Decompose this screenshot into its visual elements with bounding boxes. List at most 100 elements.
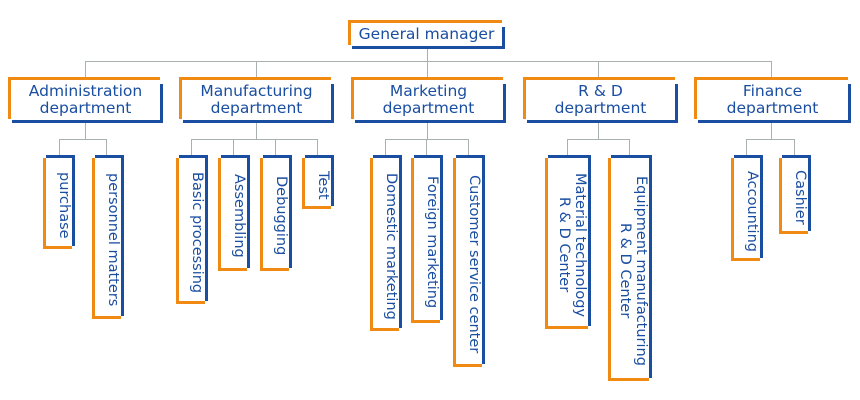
node-department-finance: Finance department <box>694 77 851 123</box>
node-unit-accounting: Accounting <box>731 155 763 261</box>
node-unit-equipment-manufacturing-rnd-center: Equipment manufacturing R & D Center <box>608 155 652 381</box>
box-accent-orange <box>8 77 160 119</box>
node-label: R & D department <box>554 81 647 117</box>
box-accent-orange <box>370 158 399 331</box>
connector-marketing-unit <box>426 139 427 155</box>
node-label: Debugging <box>273 176 289 256</box>
box-accent-blue <box>414 155 443 320</box>
box-accent-blue <box>183 84 334 123</box>
node-unit-basic-processing: Basic processing <box>176 155 208 304</box>
connector-admin-down <box>85 122 86 139</box>
connector-finance-bus <box>746 139 795 140</box>
node-label: Equipment manufacturing R & D Center <box>617 176 649 366</box>
node-label: Assembling <box>231 174 247 258</box>
connector-finance-unit <box>746 139 747 155</box>
connector-admin-bus <box>59 139 107 140</box>
box-accent-orange <box>260 158 289 271</box>
node-unit-customer-service-center: Customer service center <box>453 155 485 367</box>
node-label: Cashier <box>792 170 808 225</box>
box-accent-blue <box>352 27 505 49</box>
node-label: General manager <box>358 24 495 43</box>
connector-dept-rnd-up <box>598 61 599 77</box>
box-accent-orange <box>218 158 247 271</box>
node-label: Marketing department <box>382 81 475 117</box>
connector-marketing-bus <box>385 139 469 140</box>
node-label: Test <box>315 170 331 200</box>
node-label: Manufacturing department <box>200 81 313 117</box>
connector-admin-unit <box>106 139 107 155</box>
connector-marketing-unit <box>468 139 469 155</box>
connector-dept-manufacturing-up <box>256 61 257 77</box>
connector-finance-down <box>771 122 772 139</box>
box-accent-orange <box>302 158 331 209</box>
box-accent-blue <box>263 155 292 268</box>
connector-manufacturing-unit <box>233 139 234 155</box>
connector-root-bus <box>85 61 771 62</box>
node-unit-foreign-marketing: Foreign marketing <box>411 155 443 323</box>
box-accent-orange <box>731 158 760 261</box>
box-accent-orange <box>411 158 440 323</box>
connector-manufacturing-down <box>256 122 257 139</box>
node-unit-assembling: Assembling <box>218 155 250 271</box>
connector-manufacturing-unit <box>191 139 192 155</box>
box-accent-blue <box>221 155 250 268</box>
box-accent-orange <box>523 77 675 119</box>
box-accent-orange <box>179 77 331 119</box>
node-department-marketing: Marketing department <box>351 77 506 123</box>
box-accent-orange <box>608 158 649 381</box>
node-unit-purchase: purchase <box>43 155 75 249</box>
node-unit-debugging: Debugging <box>260 155 292 271</box>
box-accent-blue <box>95 155 124 316</box>
node-label: Customer service center <box>466 174 482 354</box>
connector-dept-marketing-up <box>427 61 428 77</box>
box-accent-blue <box>12 84 163 123</box>
box-accent-orange <box>92 158 121 319</box>
node-label: Administration department <box>28 81 143 117</box>
node-general-manager: General manager <box>348 20 505 49</box>
connector-rnd-unit <box>629 139 630 155</box>
node-label: Basic processing <box>189 171 205 294</box>
node-department-manufacturing: Manufacturing department <box>179 77 334 123</box>
node-label: purchase <box>56 171 72 239</box>
box-accent-blue <box>734 155 763 258</box>
box-accent-orange <box>348 20 502 45</box>
node-unit-personnel-matters: personnel matters <box>92 155 124 319</box>
connector-dept-finance-up <box>771 61 772 77</box>
box-accent-blue <box>456 155 485 364</box>
box-accent-blue <box>179 155 208 301</box>
box-accent-orange <box>453 158 482 367</box>
box-accent-blue <box>373 155 402 328</box>
node-label: Accounting <box>744 170 760 252</box>
connector-marketing-down <box>427 122 428 139</box>
box-accent-blue <box>698 84 851 123</box>
node-label: Foreign marketing <box>424 175 440 309</box>
box-accent-orange <box>43 158 72 249</box>
box-accent-blue <box>355 84 506 123</box>
box-accent-blue <box>305 155 334 206</box>
node-label: Material technology R & D Center <box>556 172 588 318</box>
connector-admin-unit <box>59 139 60 155</box>
node-unit-cashier: Cashier <box>779 155 811 234</box>
box-accent-blue <box>611 155 652 378</box>
box-accent-orange <box>351 77 503 119</box>
node-label: Finance department <box>726 81 819 117</box>
box-accent-orange <box>694 77 848 119</box>
connector-manufacturing-unit <box>275 139 276 155</box>
connector-dept-admin-up <box>85 61 86 77</box>
node-unit-test: Test <box>302 155 334 209</box>
box-accent-blue <box>548 155 591 326</box>
connector-marketing-unit <box>385 139 386 155</box>
box-accent-orange <box>545 158 588 329</box>
node-unit-domestic-marketing: Domestic marketing <box>370 155 402 331</box>
node-department-rnd: R & D department <box>523 77 678 123</box>
connector-rnd-unit <box>567 139 568 155</box>
box-accent-blue <box>46 155 75 246</box>
node-unit-material-technology-rnd-center: Material technology R & D Center <box>545 155 591 329</box>
box-accent-blue <box>527 84 678 123</box>
box-accent-orange <box>176 158 205 304</box>
connector-root-down <box>427 47 428 62</box>
connector-manufacturing-bus <box>191 139 318 140</box>
connector-manufacturing-unit <box>317 139 318 155</box>
connector-rnd-down <box>598 122 599 139</box>
node-label: personnel matters <box>105 173 121 307</box>
